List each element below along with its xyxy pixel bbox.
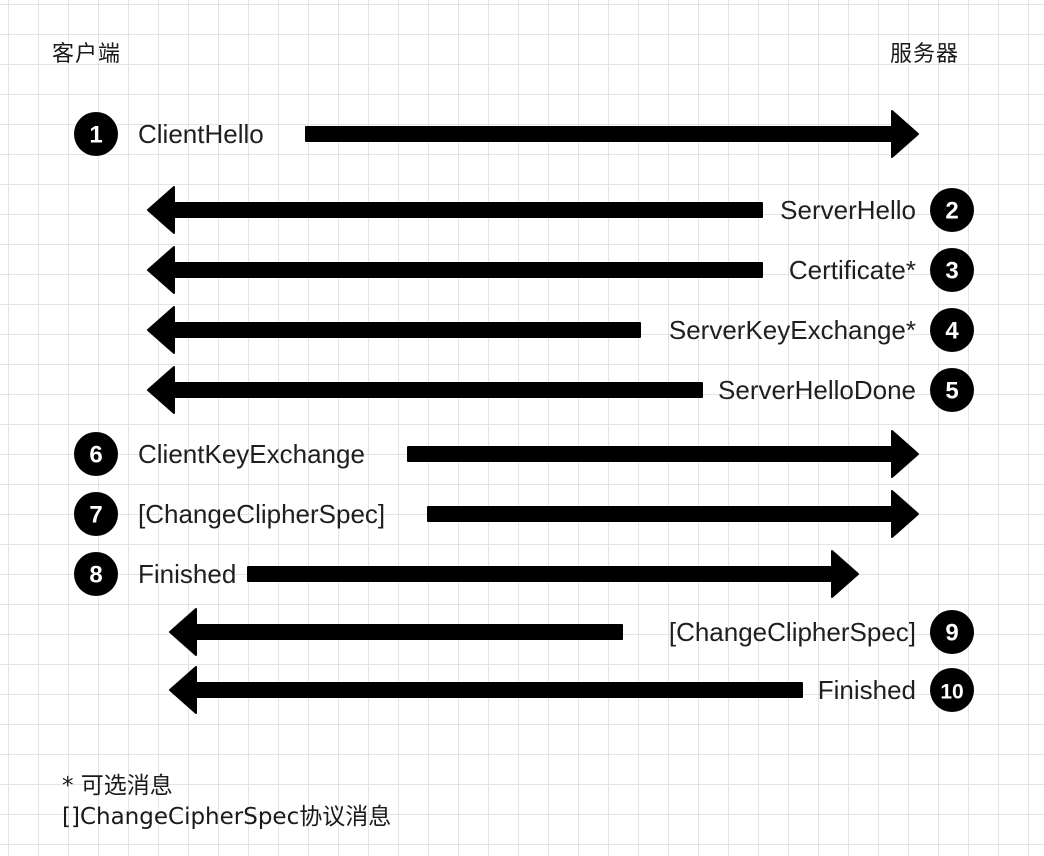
step-badge (930, 610, 974, 654)
step-number: 2 (945, 198, 958, 225)
step-badge (74, 432, 118, 476)
step-badge (930, 668, 974, 712)
arrow-right-icon (407, 430, 919, 478)
step-number: 6 (89, 442, 102, 469)
optional-message-note: * 可选消息 (62, 773, 173, 799)
message-row-6: 6 ClientKeyExchange (74, 430, 919, 478)
message-row-2: 2 ServerHello (147, 186, 974, 234)
message-row-5: 5 ServerHelloDone (147, 366, 974, 414)
message-row-9: 9 [ChangeClipherSpec] (169, 608, 974, 656)
message-label: Finished (818, 675, 916, 705)
message-label: ServerKeyExchange* (669, 315, 916, 345)
step-number: 8 (89, 562, 102, 589)
arrow-left-icon (147, 306, 641, 354)
message-row-10: 10 Finished (169, 666, 974, 714)
arrow-left-icon (147, 186, 763, 234)
message-label: ClientKeyExchange (138, 439, 365, 469)
step-number: 7 (89, 502, 102, 529)
arrow-right-icon (247, 550, 859, 598)
step-badge (930, 248, 974, 292)
message-row-4: 4 ServerKeyExchange* (147, 306, 974, 354)
server-header: 服务器 (890, 42, 960, 67)
message-row-3: 3 Certificate* (147, 246, 974, 294)
message-label: [ChangeClipherSpec] (669, 617, 916, 647)
step-number: 3 (945, 258, 958, 285)
client-header: 客户端 (52, 42, 122, 67)
message-label: ClientHello (138, 119, 264, 149)
message-label: Certificate* (789, 255, 916, 285)
message-row-1: 1 ClientHello (74, 110, 919, 158)
step-number: 1 (89, 122, 102, 149)
message-row-8: 8 Finished (74, 550, 859, 598)
step-badge (930, 188, 974, 232)
message-label: [ChangeClipherSpec] (138, 499, 385, 529)
arrow-left-icon (147, 246, 763, 294)
arrow-right-icon (305, 110, 919, 158)
step-number: 5 (945, 378, 958, 405)
step-badge (74, 492, 118, 536)
message-label: Finished (138, 559, 236, 589)
message-label: ServerHello (780, 195, 916, 225)
step-badge (74, 112, 118, 156)
change-cipher-spec-note: []ChangeCipherSpec协议消息 (62, 804, 392, 830)
message-row-7: 7 [ChangeClipherSpec] (74, 490, 919, 538)
step-badge (930, 308, 974, 352)
step-number: 4 (945, 318, 959, 345)
step-badge (74, 552, 118, 596)
arrow-left-icon (169, 666, 803, 714)
step-number: 10 (940, 681, 963, 704)
arrow-left-icon (147, 366, 703, 414)
step-number: 9 (945, 620, 958, 647)
arrow-left-icon (169, 608, 623, 656)
message-label: ServerHelloDone (718, 375, 916, 405)
arrow-right-icon (427, 490, 919, 538)
step-badge (930, 368, 974, 412)
